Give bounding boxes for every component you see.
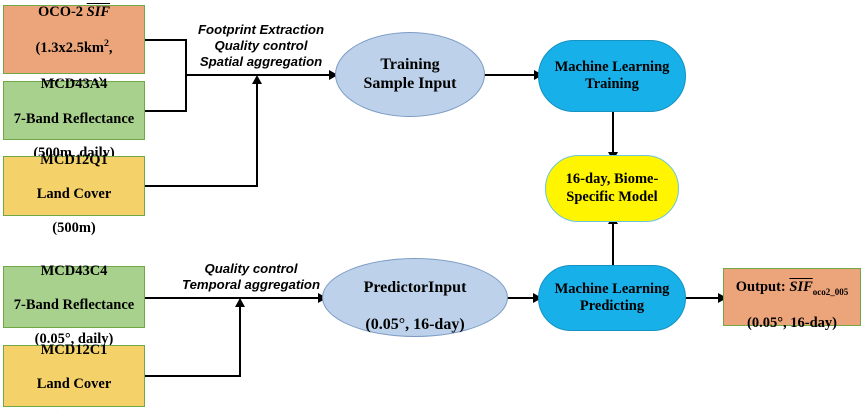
mcd12q1-line2-label: Land Cover <box>36 186 112 202</box>
connector-sample-to-training <box>484 74 539 76</box>
input-box-mcd43c4-text: MCD43C4 7-Band Reflectance (0.05°, daily… <box>4 246 144 349</box>
node-ml-training[interactable]: Machine Learning Training <box>538 40 686 112</box>
oco2-line2-label: (1.3x2.5km2, <box>35 38 113 57</box>
node-training-sample-input[interactable]: Training Sample Input <box>335 32 485 117</box>
arrowhead-mcd12c1-join <box>235 298 245 307</box>
node-output[interactable]: Output: SIFoco2_005 (0.05°, 16-day) <box>723 268 861 331</box>
mcd12q1-line3-label: (500m) <box>52 220 96 237</box>
node-ml-training-label: Machine Learning Training <box>554 58 670 92</box>
oco2-line1-label: OCO-2 SIF <box>37 4 111 21</box>
mcd12c1-line2-label: Land Cover <box>36 376 112 392</box>
connector-mcd12c1-riser <box>239 306 241 377</box>
connector-training-to-model <box>612 112 614 156</box>
arrowhead-mcd12q1-join <box>252 75 262 84</box>
connector-bottom-main <box>145 297 321 299</box>
mcd43c4-line3-label: (0.05°, daily) <box>34 331 114 348</box>
connector-mcd43a4-out <box>145 110 187 112</box>
node-ml-predicting[interactable]: Machine Learning Predicting <box>538 265 686 331</box>
edge-label-top: Footprint Extraction Quality control Spa… <box>197 22 324 70</box>
arrowhead-to-output <box>718 293 727 303</box>
node-output-text: Output: SIFoco2_005 (0.05°, 16-day) <box>724 262 860 332</box>
connector-mcd12q1-out <box>145 185 258 187</box>
node-ml-predicting-label: Machine Learning Predicting <box>554 280 670 314</box>
node-training-sample-input-label: Training Sample Input <box>363 55 457 92</box>
connector-predicting-to-model <box>612 222 614 267</box>
connector-predictor-to-predicting <box>506 297 539 299</box>
node-biome-specific-model-label: 16-day, Biome- Specific Model <box>565 171 659 205</box>
mcd43a4-line2-label: 7-Band Reflectance <box>13 110 135 127</box>
mcd12q1-line1-label: MCD12Q1 <box>40 151 108 168</box>
mcd43a4-line1-label: MCD43A4 <box>40 76 108 93</box>
mcd43c4-line1-label: MCD43C4 <box>40 262 108 279</box>
connector-predicting-to-output <box>686 297 724 299</box>
mcd12c1-line1-label: MCD12C1 <box>40 341 108 358</box>
edge-label-bottom: Quality control Temporal aggregation <box>182 261 320 293</box>
input-box-mcd43a4[interactable]: MCD43A4 7-Band Reflectance (500m, daily) <box>3 76 145 161</box>
output-subscript-label: oco2_005 <box>812 287 849 298</box>
arrowhead-to-training-sample-input <box>329 70 338 80</box>
predictor-input-line1-label: PredictorInput <box>363 278 467 296</box>
output-line2-label: (0.05°, 16-day) <box>747 314 837 331</box>
input-box-mcd43c4[interactable]: MCD43C4 7-Band Reflectance (0.05°, daily… <box>3 263 145 347</box>
output-line1-label: Output: SIFoco2_005 <box>735 279 849 298</box>
mcd43c4-line2-label: 7-Band Reflectance <box>13 297 135 313</box>
input-box-mcd12c1[interactable]: MCD12C1 Land Cover (0.05°) <box>3 342 145 412</box>
input-box-mcd12q1-text: MCD12Q1 Land Cover (500m) <box>4 135 144 238</box>
output-prefix-label: Output: <box>735 279 790 296</box>
output-sif-label: SIF <box>789 279 813 296</box>
input-box-mcd12q1[interactable]: MCD12Q1 Land Cover (500m) <box>3 152 145 236</box>
connector-mcd12c1-out <box>145 375 241 377</box>
connector-oco2-out <box>145 39 187 41</box>
mcd12c1-line3-label: (0.05°) <box>54 410 95 412</box>
predictor-input-line2-label: (0.05°, 16-day) <box>365 316 465 334</box>
node-biome-specific-model[interactable]: 16-day, Biome- Specific Model <box>545 155 679 222</box>
node-predictor-input[interactable]: PredictorInput (0.05°, 16-day) <box>322 258 508 337</box>
node-predictor-input-text: PredictorInput (0.05°, 16-day) <box>323 260 507 336</box>
connector-mcd12q1-riser <box>256 83 258 187</box>
input-box-mcd12c1-text: MCD12C1 Land Cover (0.05°) <box>4 325 144 412</box>
